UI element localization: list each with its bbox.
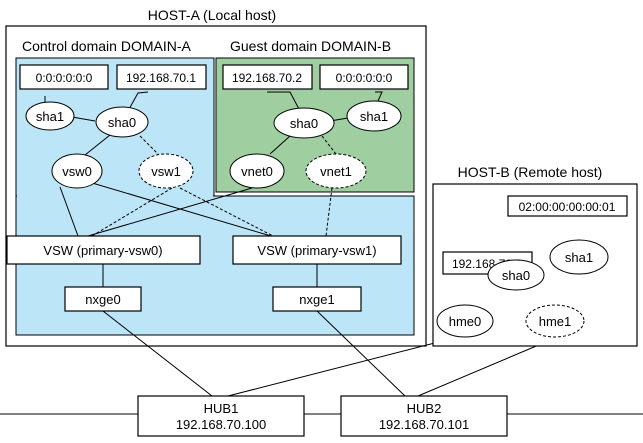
hostb-sha0-node (487, 259, 545, 291)
guest-addr-sha0: 192.168.70.2 (232, 71, 302, 85)
hostb-hme1-node (525, 304, 585, 338)
guest-addr-sha0-box (222, 64, 313, 90)
control-addr-sha0-box (116, 64, 207, 90)
hostb-hme1-label: hme1 (539, 314, 572, 329)
hub1-ip: 192.168.70.100 (176, 417, 266, 432)
hostb-hme0-node (436, 304, 494, 338)
hub1-name: HUB1 (204, 401, 239, 416)
guest-domain-title: Guest domain DOMAIN-B (230, 38, 391, 54)
hub1-box (137, 395, 305, 437)
host-b-title: HOST-B (Remote host) (458, 164, 603, 180)
nic-nxge1 (272, 286, 362, 312)
guest-sha1-label: sha1 (360, 109, 388, 124)
guest-sha1-node (346, 100, 402, 132)
hub2-box (340, 395, 508, 437)
vsw-primary-vsw1 (232, 235, 402, 265)
hostb-hme0-label: hme0 (449, 314, 482, 329)
lower-shared-area (15, 195, 415, 336)
guest-vnet0-node (229, 153, 285, 189)
control-domain-title: Control domain DOMAIN-A (22, 38, 191, 54)
guest-addr-sha1: 0:0:0:0:0:0 (336, 71, 393, 85)
control-sha0-label: sha0 (108, 115, 136, 130)
control-vsw0-node (51, 153, 103, 189)
control-vsw0-label: vsw0 (62, 164, 92, 179)
guest-vnet1-label: vnet1 (320, 164, 352, 179)
hostb-sha1-label: sha1 (565, 250, 593, 265)
vsw-primary-vsw0 (6, 235, 201, 265)
host-a-title: HOST-A (Local host) (148, 7, 276, 23)
guest-sha0-node (273, 107, 335, 139)
guest-sha0-label: sha0 (290, 116, 318, 131)
hub2-name: HUB2 (407, 401, 442, 416)
guest-addr-sha1-box (319, 64, 409, 90)
connection-lines (44, 91, 564, 397)
nic-nxge0-label: nxge0 (85, 292, 120, 307)
vsw-primary-vsw0-label: VSW (primary-vsw0) (43, 243, 162, 258)
hostb-addr-sha1: 02:00:00:00:00:01 (519, 200, 616, 214)
vsw-primary-vsw1-label: VSW (primary-vsw1) (257, 243, 376, 258)
hostb-addr-sha1-box (507, 195, 628, 217)
nic-nxge1-label: nxge1 (299, 292, 334, 307)
nic-nxge0 (64, 286, 142, 312)
control-sha1-node (25, 101, 75, 131)
guest-vnet1-node (305, 153, 367, 189)
control-sha0-node (95, 106, 149, 138)
hub2-ip: 192.168.70.101 (379, 417, 469, 432)
control-addr-sha1: 0:0:0:0:0:0 (36, 71, 93, 85)
hostb-sha1-node (549, 239, 609, 275)
guest-vnet0-label: vnet0 (241, 164, 273, 179)
control-sha1-label: sha1 (36, 109, 64, 124)
hostb-sha0-label: sha0 (502, 268, 530, 283)
control-vsw1-node (138, 153, 194, 189)
control-addr-sha1-box (19, 64, 109, 90)
control-vsw1-label: vsw1 (151, 164, 181, 179)
control-addr-sha0: 192.168.70.1 (126, 71, 196, 85)
